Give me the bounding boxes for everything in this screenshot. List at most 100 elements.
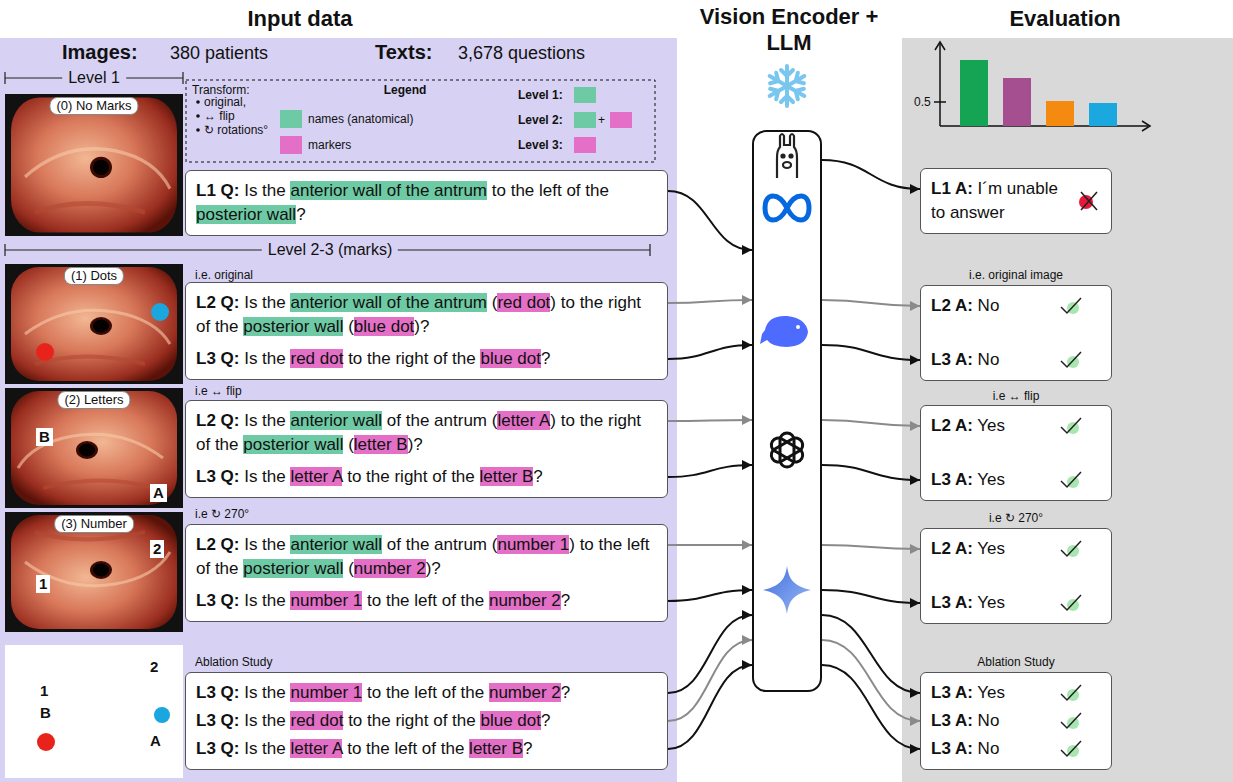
- llama-logo: [777, 134, 797, 178]
- legend-entry: markers: [280, 136, 351, 154]
- text-run: to the right of the: [343, 349, 480, 368]
- check-mark: [1059, 593, 1083, 613]
- check-mark: [1061, 541, 1081, 556]
- variant-note: i.e ↔ flip: [993, 389, 1040, 403]
- text-run: L3 Q:: [196, 711, 239, 730]
- text-run: L3 Q:: [196, 739, 239, 758]
- text-run: ?: [561, 683, 570, 702]
- bar-chart: [960, 60, 988, 126]
- text-run: ?: [561, 591, 570, 610]
- bar-chart: [1046, 101, 1074, 126]
- text-run: posterior wall: [196, 205, 296, 224]
- marker-number: 1: [36, 575, 50, 593]
- text-run: Is the: [239, 467, 290, 486]
- text-run: number 2: [354, 559, 426, 578]
- variant-note: i.e ↔ flip: [195, 384, 242, 398]
- variant-note: i.e. original: [195, 268, 253, 282]
- bullet: [196, 128, 200, 132]
- text-run: to the left of the: [362, 683, 489, 702]
- marker-dot: [36, 303, 169, 361]
- ablation-panel: [5, 645, 183, 778]
- endoscopy-image: [5, 512, 183, 632]
- marker-dot: [154, 707, 170, 723]
- text-run: anterior wall: [290, 411, 382, 430]
- connector-arrow: [822, 590, 920, 603]
- bar-chart: [934, 42, 1150, 131]
- text-run: Yes: [973, 683, 1005, 702]
- text-run: L1 Q:: [196, 181, 239, 200]
- node-text: L3 A: No: [931, 348, 1101, 372]
- text-run: ?: [541, 349, 550, 368]
- text-run: (: [343, 317, 353, 336]
- text-run: L3 Q:: [196, 467, 239, 486]
- question-box: L2 Q: Is the anterior wall of the antrum…: [185, 524, 668, 622]
- text-run: to the left of the: [342, 739, 469, 758]
- marker-dot: [36, 343, 54, 361]
- llama-logo: [783, 162, 791, 168]
- check-mark: [1067, 745, 1079, 757]
- marker-dot: [37, 733, 55, 751]
- marker-dot: [151, 303, 169, 321]
- text-run: letter A: [497, 411, 550, 430]
- connector-arrow: [668, 191, 752, 250]
- text-run: )?: [408, 435, 423, 454]
- question-box: L2 Q: Is the anterior wall of the antrum…: [185, 400, 668, 498]
- node-text: L3 Q: Is the number 1 to the left of the…: [196, 681, 657, 705]
- bar-chart: [1142, 121, 1150, 131]
- text-run: No: [973, 350, 999, 369]
- check-mark: [1059, 683, 1083, 703]
- marker-number: 1: [40, 682, 48, 700]
- text-run: blue dot: [354, 317, 415, 336]
- bar-chart: [935, 42, 945, 50]
- level-key: Level 2:: [518, 113, 563, 127]
- openai-logo: [769, 435, 805, 464]
- check-mark: [1061, 713, 1081, 728]
- node-text: L2 A: Yes: [931, 537, 1101, 561]
- stat-value: 3,678 questions: [458, 42, 585, 64]
- text-run: )?: [414, 317, 429, 336]
- node-text: L1 Q: Is the anterior wall of the antrum…: [196, 179, 657, 227]
- node-text: L2 A: No: [931, 294, 1101, 318]
- check-mark: [1061, 685, 1081, 700]
- cross-mark: [1081, 192, 1097, 210]
- text-run: L3 A:: [931, 711, 973, 730]
- node-text: L3 Q: Is the letter A to the right of th…: [196, 465, 657, 489]
- text-run: Is the: [239, 181, 290, 200]
- node-text: L2 Q: Is the anterior wall of the antrum…: [196, 533, 657, 581]
- text-run: Is the: [239, 411, 290, 430]
- check-mark: [1067, 302, 1079, 314]
- check-mark: [1059, 470, 1083, 490]
- text-run: red dot: [497, 293, 550, 312]
- variant-note: i.e ↻ 270°: [195, 507, 249, 521]
- connector-arrow: [668, 345, 752, 359]
- endoscopy-image: [5, 94, 183, 236]
- input-panel: [0, 38, 677, 782]
- node-text: L3 Q: Is the number 1 to the left of the…: [196, 589, 657, 613]
- axis-tick: 0.5: [914, 95, 931, 109]
- text-run: (: [487, 293, 497, 312]
- image-caption: (0) No Marks: [49, 97, 138, 115]
- evaluation-panel: [902, 38, 1233, 782]
- question-box: L2 Q: Is the anterior wall of the antrum…: [185, 282, 668, 380]
- text-run: number 2: [489, 591, 561, 610]
- text-run: blue dot: [480, 349, 541, 368]
- level-swatch: [574, 87, 632, 153]
- text-run: Yes: [973, 416, 1005, 435]
- check-mark: [1059, 711, 1083, 731]
- snowflake-icon: [767, 71, 808, 101]
- question-box: L1 Q: Is the anterior wall of the antrum…: [185, 170, 668, 236]
- snowflake-icon: [767, 66, 808, 106]
- stat-value: 380 patients: [170, 42, 268, 64]
- bar-chart: [934, 42, 1150, 131]
- text-run: to the right of the: [343, 711, 480, 730]
- bullet: [196, 114, 200, 118]
- check-mark: [1059, 416, 1083, 436]
- node-text: L3 A: No: [931, 709, 1101, 733]
- text-run: Is the: [239, 711, 290, 730]
- text-run: letter B: [469, 739, 523, 758]
- level-swatch: [574, 87, 596, 103]
- connector-arrow: [822, 345, 920, 360]
- check-mark: [1067, 422, 1079, 434]
- bracket-label: Level 2-3 (marks): [262, 241, 398, 259]
- text-run: ?: [541, 711, 550, 730]
